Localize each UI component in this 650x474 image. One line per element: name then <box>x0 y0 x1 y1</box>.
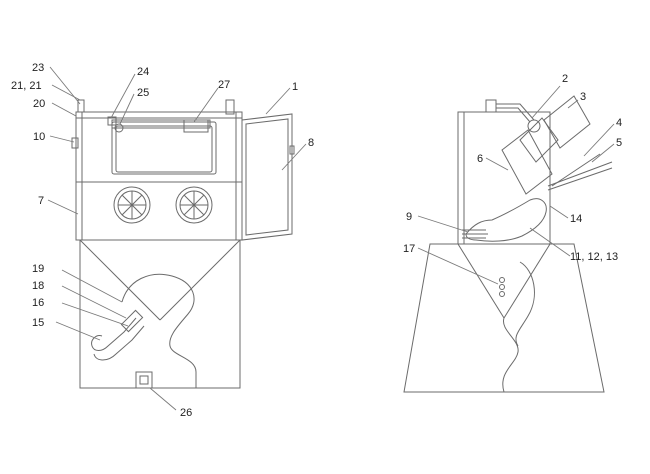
light-fixture <box>183 119 209 133</box>
side-view <box>403 95 613 393</box>
callout-5: 5 <box>616 137 622 149</box>
callout-3: 3 <box>580 91 586 103</box>
callout-labels: 23 21, 21 20 10 7 24 25 27 1 8 19 18 16 … <box>11 62 622 419</box>
glove <box>465 198 547 242</box>
leader-lines <box>47 66 615 411</box>
callout-26: 26 <box>180 407 192 419</box>
callout-6: 6 <box>477 153 483 165</box>
callout-18: 18 <box>32 280 44 292</box>
callout-9: 9 <box>406 211 412 223</box>
callout-10: 10 <box>33 131 45 143</box>
top-vent <box>485 99 497 113</box>
front-view <box>71 99 295 389</box>
callout-16: 16 <box>32 297 44 309</box>
vent-pipe <box>225 99 235 115</box>
hopper-funnel <box>121 273 197 388</box>
cabinet-upper-body <box>75 111 243 241</box>
callout-25: 25 <box>137 87 149 99</box>
callout-11-12-13: 11, 12, 13 <box>570 251 618 263</box>
callout-24: 24 <box>137 66 149 78</box>
base-stand <box>403 243 605 393</box>
callout-21-21: 21, 21 <box>11 80 42 92</box>
callout-17: 17 <box>403 243 415 255</box>
lower-hopper-frame <box>79 239 241 389</box>
door-latch <box>289 145 295 155</box>
callout-23: 23 <box>32 62 44 74</box>
callout-15: 15 <box>32 317 44 329</box>
callout-7: 7 <box>38 195 44 207</box>
air-inlet-pipe <box>77 99 85 112</box>
callout-27: 27 <box>218 79 230 91</box>
callout-19: 19 <box>32 263 44 275</box>
glove-port-left <box>113 186 151 224</box>
callout-4: 4 <box>616 117 622 129</box>
pressure-gauges <box>499 277 505 297</box>
callout-20: 20 <box>33 98 45 110</box>
callout-8: 8 <box>308 137 314 149</box>
mixing-valve <box>120 309 144 333</box>
side-door <box>241 113 293 241</box>
side-fitting <box>71 137 79 149</box>
window-frame <box>501 129 553 195</box>
exhaust-pipe <box>496 103 535 121</box>
viewing-window <box>111 121 217 175</box>
window-glass <box>543 95 591 149</box>
callout-2: 2 <box>562 73 568 85</box>
callout-1: 1 <box>292 81 298 93</box>
callout-14: 14 <box>570 213 582 225</box>
side-hopper <box>502 317 519 393</box>
drain-door <box>135 371 153 389</box>
lamp-housing <box>519 117 559 163</box>
glove-port-right <box>175 186 213 224</box>
pickup-hose <box>91 317 137 351</box>
gauge <box>114 123 124 133</box>
lamp <box>527 119 541 133</box>
